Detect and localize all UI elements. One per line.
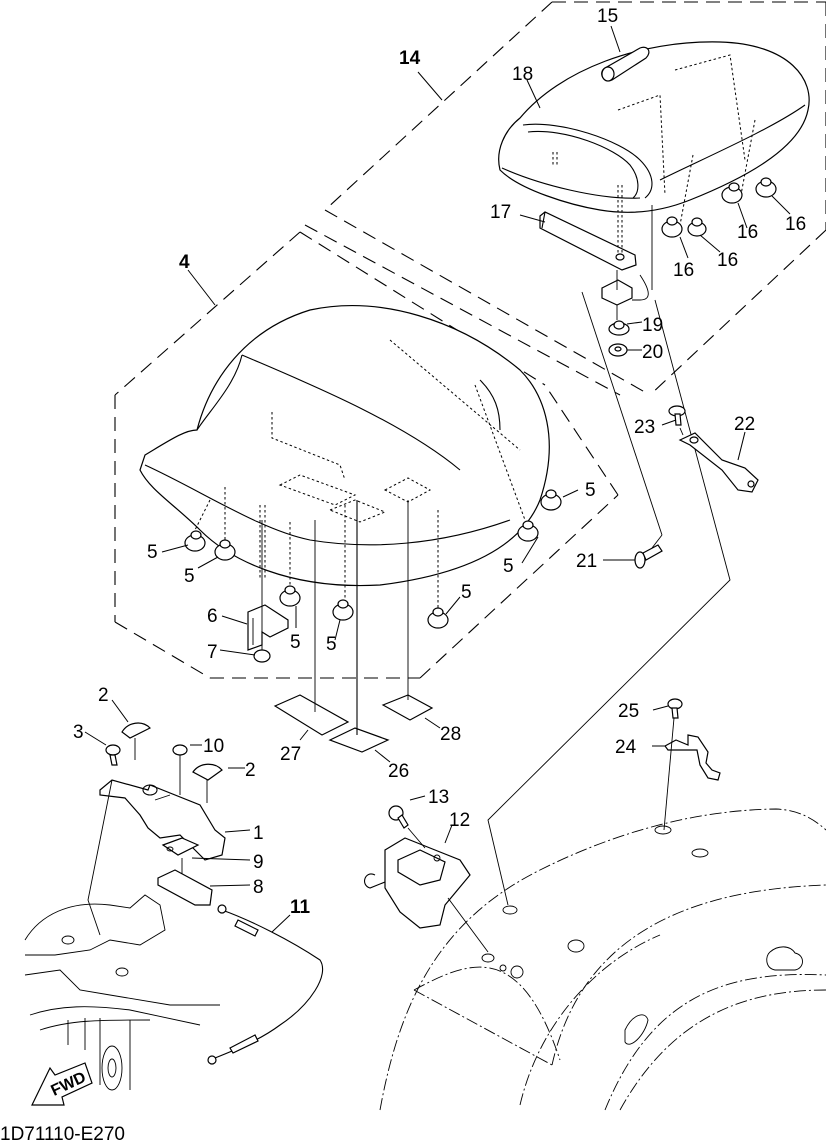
callout-19: 19 [642,315,663,336]
callout-5b: 5 [184,566,195,587]
callout-28: 28 [440,724,461,745]
damper-5d [332,599,354,621]
damper-16a [661,216,683,238]
tape-27 [273,694,350,736]
callout-5c: 5 [290,632,301,653]
callout-16b: 16 [717,250,738,271]
drawing-code: 1D71110-E270 [0,1124,125,1140]
callouts: 15 18 14 4 17 16 16 16 16 19 20 23 22 21… [73,6,806,918]
tape-28 [381,694,434,721]
callout-5f: 5 [585,480,596,501]
damper-5g [517,520,539,542]
nut-19 [608,320,630,336]
callout-11: 11 [290,897,311,918]
tape-26 [328,727,390,753]
callout-27: 27 [280,744,301,765]
callout-7: 7 [207,642,218,663]
damper-5a [184,530,206,552]
callout-5d: 5 [326,634,337,655]
passenger-seat-group-boundary [324,1,826,396]
callout-2a: 2 [98,685,109,706]
callout-20: 20 [642,342,663,363]
plate-9 [161,837,200,856]
callout-2b: 2 [245,760,256,781]
damper-16b [687,217,707,237]
seat-lock-assembly-12 [364,837,471,929]
damper-5c [279,585,301,607]
seat-lock-bracket-1 [99,779,226,861]
callout-9: 9 [253,852,264,873]
damper-5-group [184,489,562,629]
callout-10: 10 [203,736,224,757]
callout-23: 23 [634,417,655,438]
bracket-6 [247,604,289,651]
callout-5a: 5 [147,542,158,563]
damper-16-group [661,177,777,238]
callout-21: 21 [576,551,597,572]
bolt-23 [668,405,686,426]
callout-25: 25 [618,701,639,722]
bracket-17 [539,211,637,271]
seat-lock-8 [157,869,213,906]
bolt-13 [388,805,409,829]
damper-5e [427,607,449,629]
callout-3: 3 [73,722,84,743]
leader-lines [84,25,791,933]
callout-8: 8 [253,877,264,898]
callout-16d: 16 [785,214,806,235]
callout-22: 22 [734,414,755,435]
rear-fender [379,808,826,1111]
callout-16c: 16 [737,222,758,243]
bolt-3 [105,744,121,766]
seat-lock-cable-11 [207,904,324,1065]
grab-bar [601,46,650,82]
bolt-25 [667,698,683,719]
callout-26: 26 [388,761,409,782]
callout-13: 13 [428,787,449,808]
callout-5e: 5 [461,582,472,603]
damper-2b [192,763,223,781]
callout-18: 18 [512,64,533,85]
callout-6: 6 [207,606,218,627]
frame-rail [24,779,220,1091]
damper-5f [540,489,562,511]
bracket-24 [664,734,721,781]
rider-seat [139,305,550,610]
callout-1: 1 [253,823,264,844]
callout-17: 17 [490,202,511,223]
callout-16a: 16 [673,260,694,281]
nut-10 [172,744,188,756]
callout-5g: 5 [503,556,514,577]
nut-7 [253,649,271,663]
damper-2a [121,722,152,739]
screw-21 [634,544,663,569]
callout-12: 12 [449,810,470,831]
damper-16d [755,177,777,198]
passenger-seat [498,41,810,226]
callout-15: 15 [597,6,618,27]
hook-22 [678,427,759,493]
rider-seat-group-boundary [114,224,621,679]
callout-14: 14 [399,48,421,69]
damper-5b [214,539,236,561]
damper-16c [721,182,743,204]
washer-20 [608,343,628,357]
callout-4: 4 [179,252,190,273]
callout-24: 24 [615,737,637,758]
fwd-direction-arrow: FWD [31,1062,93,1106]
